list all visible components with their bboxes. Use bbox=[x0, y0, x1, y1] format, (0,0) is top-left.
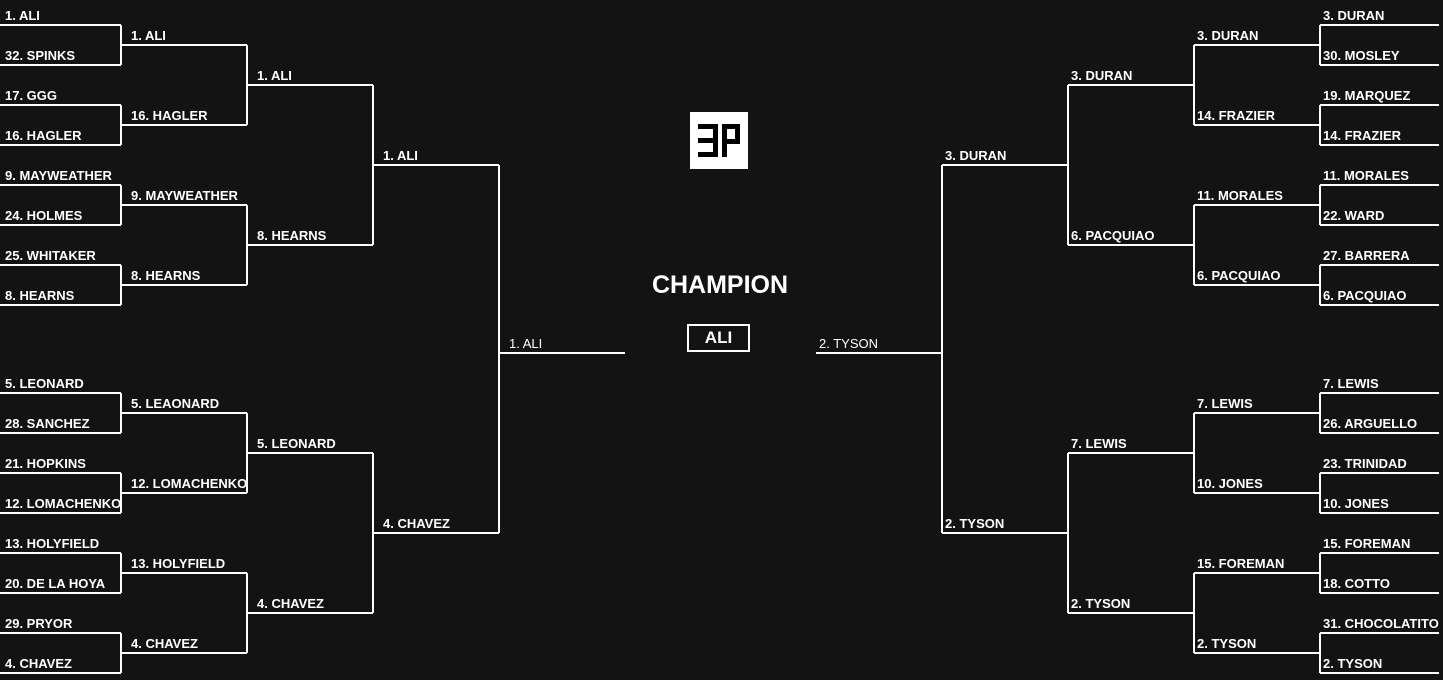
right-round3-slot-3: 7. LEWIS bbox=[1071, 436, 1127, 451]
left-round2-slot-8: 4. CHAVEZ bbox=[131, 636, 198, 651]
right-round1-slot-6: 22. WARD bbox=[1323, 208, 1385, 223]
left-round2-slot-1: 1. ALI bbox=[131, 28, 166, 43]
right-round1-slot-2: 30. MOSLEY bbox=[1323, 48, 1400, 63]
right-round3-slot-1: 3. DURAN bbox=[1071, 68, 1133, 83]
right-round1-slot-12: 10. JONES bbox=[1323, 496, 1389, 511]
left-round1-slot-15: 29. PRYOR bbox=[5, 616, 73, 631]
right-round1-slot-10: 26. ARGUELLO bbox=[1323, 416, 1418, 431]
left-round1-slot-6: 24. HOLMES bbox=[5, 208, 83, 223]
left-round3-slot-4: 4. CHAVEZ bbox=[257, 596, 324, 611]
right-round2-slot-7: 15. FOREMAN bbox=[1197, 556, 1285, 571]
right-round1-slot-3: 19. MARQUEZ bbox=[1323, 88, 1411, 103]
left-round1-slot-13: 13. HOLYFIELD bbox=[5, 536, 100, 551]
left-round1-slot-4: 16. HAGLER bbox=[5, 128, 82, 143]
right-round2-slot-4: 6. PACQUIAO bbox=[1197, 268, 1281, 283]
right-round2-slot-3: 11. MORALES bbox=[1197, 188, 1283, 203]
right-round2-slot-8: 2. TYSON bbox=[1197, 636, 1257, 651]
left-round1-slot-16: 4. CHAVEZ bbox=[5, 656, 72, 671]
champion-name-box: ALI bbox=[687, 324, 750, 352]
left-round4-slot-1: 1. ALI bbox=[383, 148, 418, 163]
left-round1-slot-3: 17. GGG bbox=[5, 88, 58, 103]
champion-title: CHAMPION bbox=[651, 271, 789, 299]
right-round1-slot-16: 2. TYSON bbox=[1323, 656, 1383, 671]
left-round3-slot-2: 8. HEARNS bbox=[257, 228, 327, 243]
left-round1-slot-5: 9. MAYWEATHER bbox=[5, 168, 112, 183]
ep-logo-graphic bbox=[698, 124, 740, 157]
right-round3-slot-4: 2. TYSON bbox=[1071, 596, 1131, 611]
right-round1-slot-9: 7. LEWIS bbox=[1323, 376, 1379, 391]
left-round2-slot-7: 13. HOLYFIELD bbox=[131, 556, 226, 571]
left-round1-slot-12: 12. LOMACHENKO bbox=[5, 496, 122, 511]
left-round2-slot-4: 8. HEARNS bbox=[131, 268, 201, 283]
left-round1-slot-8: 8. HEARNS bbox=[5, 288, 75, 303]
left-round3-slot-1: 1. ALI bbox=[257, 68, 292, 83]
right-round2-slot-2: 14. FRAZIER bbox=[1197, 108, 1276, 123]
right-round2-slot-1: 3. DURAN bbox=[1197, 28, 1259, 43]
right-round1-slot-5: 11. MORALES bbox=[1323, 168, 1409, 183]
left-round1-slot-7: 25. WHITAKER bbox=[5, 248, 96, 263]
left-finalist-slot: 1. ALI bbox=[509, 336, 543, 351]
right-round4-slot-2: 2. TYSON bbox=[945, 516, 1005, 531]
left-round3-slot-3: 5. LEONARD bbox=[257, 436, 336, 451]
left-round1-slot-9: 5. LEONARD bbox=[5, 376, 84, 391]
left-round2-slot-3: 9. MAYWEATHER bbox=[131, 188, 238, 203]
right-round3-slot-2: 6. PACQUIAO bbox=[1071, 228, 1155, 243]
left-round2-slot-2: 16. HAGLER bbox=[131, 108, 208, 123]
left-round1-slot-10: 28. SANCHEZ bbox=[5, 416, 90, 431]
right-round1-slot-13: 15. FOREMAN bbox=[1323, 536, 1411, 551]
right-finalist-slot: 2. TYSON bbox=[819, 336, 879, 351]
left-round1-slot-11: 21. HOPKINS bbox=[5, 456, 86, 471]
left-round4-slot-2: 4. CHAVEZ bbox=[383, 516, 450, 531]
left-round1-slot-14: 20. DE LA HOYA bbox=[5, 576, 106, 591]
right-round1-slot-15: 31. CHOCOLATITO bbox=[1323, 616, 1439, 631]
left-round1-slot-1: 1. ALI bbox=[5, 8, 40, 23]
right-round2-slot-6: 10. JONES bbox=[1197, 476, 1263, 491]
right-round4-slot-1: 3. DURAN bbox=[945, 148, 1007, 163]
right-round1-slot-14: 18. COTTO bbox=[1323, 576, 1390, 591]
right-round1-slot-11: 23. TRINIDAD bbox=[1323, 456, 1407, 471]
left-round2-slot-5: 5. LEAONARD bbox=[131, 396, 220, 411]
right-round1-slot-8: 6. PACQUIAO bbox=[1323, 288, 1407, 303]
right-round1-slot-7: 27. BARRERA bbox=[1323, 248, 1410, 263]
ep-logo-icon bbox=[690, 112, 748, 169]
right-round1-slot-4: 14. FRAZIER bbox=[1323, 128, 1402, 143]
left-round2-slot-6: 12. LOMACHENKO bbox=[131, 476, 248, 491]
right-round1-slot-1: 3. DURAN bbox=[1323, 8, 1385, 23]
left-round1-slot-2: 32. SPINKS bbox=[5, 48, 76, 63]
right-round2-slot-5: 7. LEWIS bbox=[1197, 396, 1253, 411]
